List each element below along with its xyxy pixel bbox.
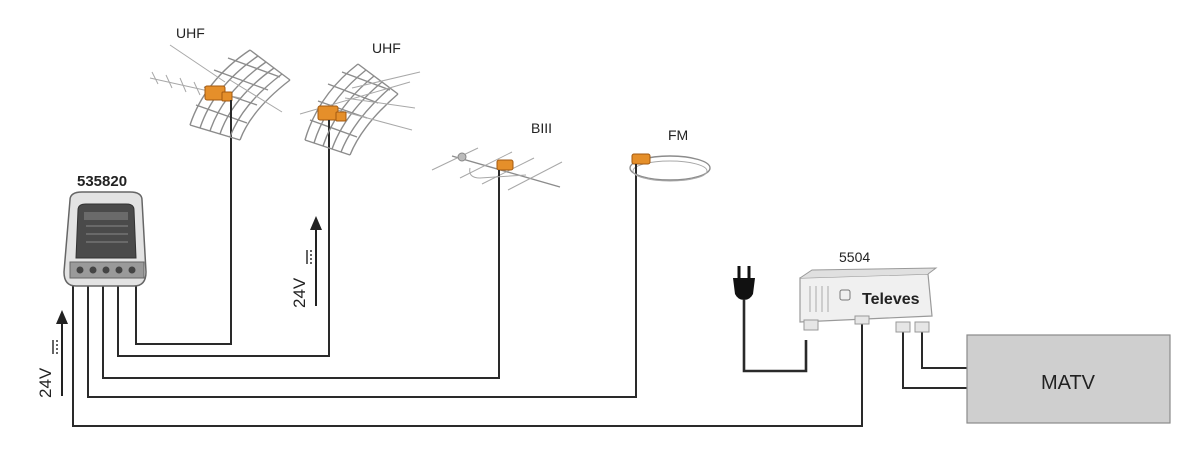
brand-logo: Televes — [862, 291, 920, 308]
biii-label: BIII — [531, 120, 552, 136]
headend-amplifier-icon — [63, 191, 147, 287]
voltage-label-uhf: 24V — [290, 277, 309, 308]
biii-yagi-antenna-icon — [431, 147, 563, 191]
dc-symbol-icon — [52, 340, 58, 354]
cable-power-supply — [72, 286, 863, 427]
psu-model-label: 5504 — [839, 249, 870, 265]
voltage-label-main: 24V — [36, 367, 55, 398]
cable-matv-1 — [902, 332, 967, 389]
fm-ring-antenna-icon — [629, 153, 711, 182]
cables — [72, 118, 967, 427]
uhf-antenna-icon — [299, 63, 421, 156]
uhf-2-label: UHF — [372, 40, 401, 56]
power-supply-icon — [799, 267, 938, 333]
power-plug-icon — [733, 266, 755, 300]
cable-mains-plug — [742, 300, 808, 373]
cable-matv-2 — [921, 332, 967, 369]
matv-label: MATV — [1041, 372, 1096, 394]
cable-uhf-1 — [135, 118, 232, 345]
uhf-1-label: UHF — [176, 25, 205, 41]
up-arrow-icon — [56, 310, 68, 396]
matv-box — [966, 334, 1171, 424]
cable-uhf-2 — [117, 128, 330, 357]
headend-model-label: 535820 — [77, 173, 127, 190]
cable-biii — [102, 170, 500, 379]
cable-fm — [87, 165, 637, 398]
up-arrow-icon — [310, 216, 322, 306]
uhf-antenna-icon — [149, 44, 291, 141]
dc-symbol-icon — [306, 250, 312, 264]
fm-label: FM — [668, 127, 688, 143]
